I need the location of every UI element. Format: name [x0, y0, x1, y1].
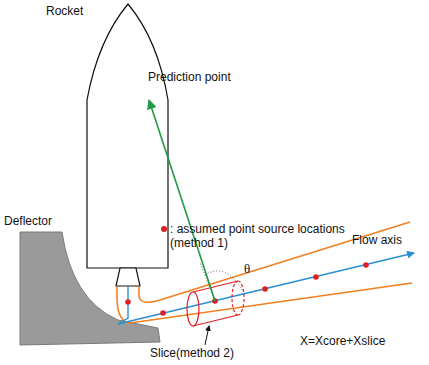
- point-source-dot: [125, 262, 369, 316]
- leader-line: [205, 326, 209, 345]
- slice-cylinder: [187, 281, 244, 326]
- formula-note: X=Xcore+Xslice: [300, 334, 385, 348]
- flow-axis: [118, 253, 414, 324]
- plume-boundary: [139, 222, 410, 302]
- rocket-body: [87, 4, 168, 268]
- flow-axis: [118, 287, 128, 324]
- angle-symbol: θ: [244, 262, 250, 276]
- prediction-vector: [149, 100, 215, 301]
- prediction-label: Prediction point: [148, 70, 231, 84]
- plume-boundary: [117, 283, 412, 323]
- part-label: Deflector: [4, 214, 52, 228]
- legend-text: : assumed point source locations (method…: [170, 222, 370, 250]
- legend-swatch: [161, 226, 167, 232]
- slice-label: Slice(method 2): [150, 346, 234, 360]
- axis-label: Flow axis: [352, 233, 402, 247]
- part-label: Rocket: [46, 4, 83, 18]
- rocket-nozzle: [116, 268, 140, 286]
